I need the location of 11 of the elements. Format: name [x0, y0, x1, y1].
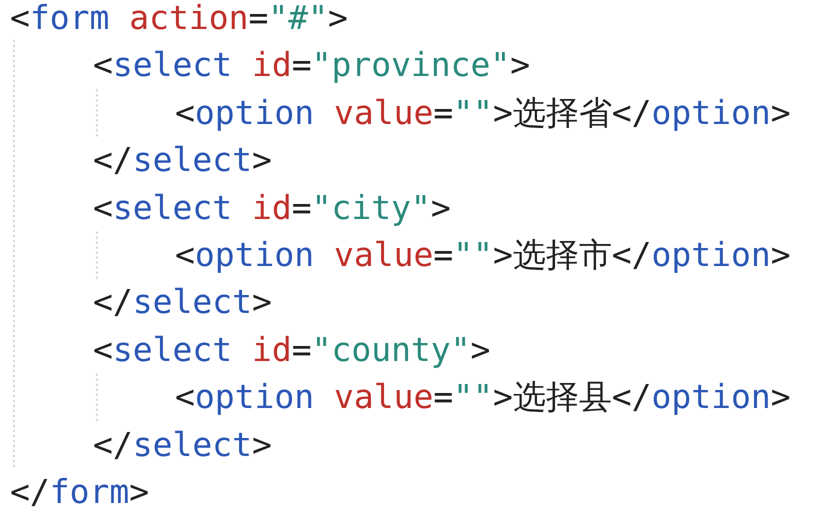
code-line: </form>	[10, 472, 150, 511]
code-line: <option value="">选择省</option>	[175, 92, 791, 133]
code-line: </select>	[93, 140, 272, 180]
code-line: <option value="">选择县</option>	[175, 377, 791, 418]
code-line: </select>	[93, 282, 272, 322]
code-line: <select id="county">	[93, 330, 490, 370]
code-line: <form action="#">	[10, 0, 348, 38]
code-line: <option value="">选择市</option>	[175, 235, 791, 275]
code-line: <select id="city">	[93, 188, 451, 228]
code-line: </select>	[93, 424, 272, 465]
code-line: <select id="province">	[93, 45, 530, 86]
